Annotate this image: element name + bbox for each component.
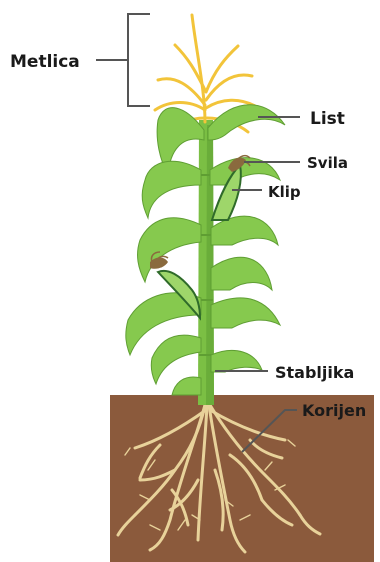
label-roots: Korijen [302,401,366,420]
label-stalk: Stabljika [275,363,354,382]
label-silk: Svila [307,154,348,172]
leaf-bottom-right [211,350,262,372]
label-ear: Klip [268,183,301,201]
leaf-mid-left-1 [142,161,201,218]
leaf-lower-right-1 [211,257,272,290]
label-tassel: Metlica [10,52,80,72]
tassel-bracket [128,14,150,106]
leaf-lower-right-2 [211,298,280,328]
label-leaf: List [310,109,345,129]
leaf-upper-right [208,105,285,140]
leaf-bottom-left [172,377,201,395]
